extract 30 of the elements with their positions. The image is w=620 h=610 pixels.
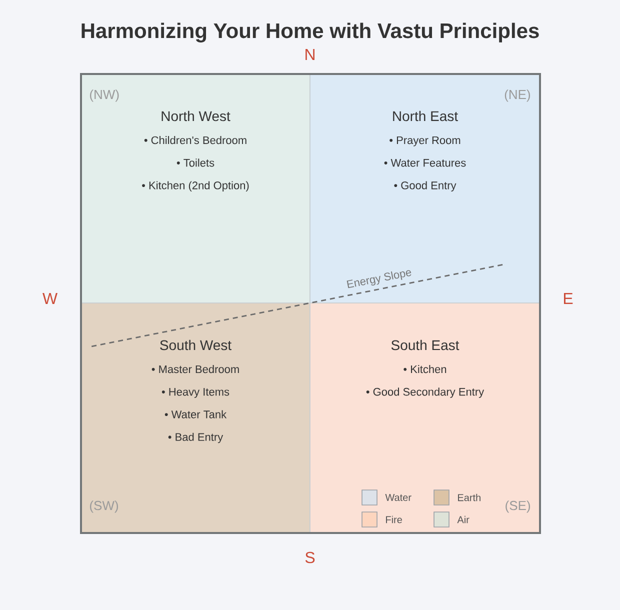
zone-heading: North West [162,110,230,122]
legend-label: Water [385,494,412,501]
list-item: • Kitchen (2nd Option) [142,181,249,192]
list-item: • Prayer Room [390,136,460,146]
compass-letter: S [305,552,315,564]
legend-label: Air [457,516,470,524]
list-item: • Children's Bedroom [144,136,246,144]
list-item: • Water Tank [164,410,227,418]
zone-heading: South East [391,340,460,350]
zone-heading: South West [160,340,232,350]
compass-letter: W [42,293,58,304]
list-item: • Toilets [176,158,214,167]
list-item: • Kitchen [404,365,446,374]
compass-letter: N [306,49,314,60]
list-item: • Good Secondary Entry [366,388,484,398]
corner-label: (SW) [90,500,118,513]
list-item: • Heavy Items [162,388,230,398]
edge-label: Energy Slope [346,270,412,288]
zone-heading: North East [393,110,458,122]
title: Harmonizing Your Home with Vastu Principles [82,22,539,42]
list-item: • Water Features [384,159,466,167]
legend-label: Earth [458,494,480,502]
list-item: • Bad Entry [168,432,224,444]
corner-label: (NW) [90,90,119,102]
corner-label: (NE) [504,90,530,102]
compass-letter: E [564,293,573,304]
corner-label: (SE) [506,500,530,513]
legend-label: Fire [386,516,402,524]
list-item: • Master Bedroom [152,365,239,374]
list-item: • Good Entry [394,181,456,192]
